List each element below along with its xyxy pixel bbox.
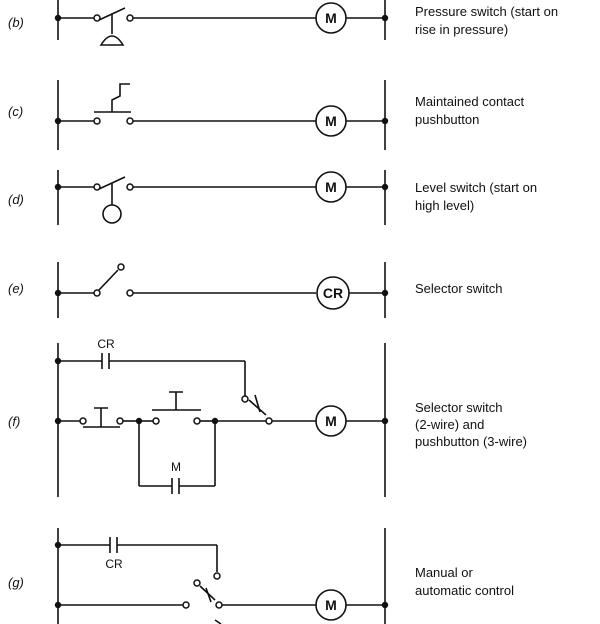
float-icon [102,204,122,224]
row-g: (g) CR M Manual or automatic control [8,528,514,624]
pressure-diaphragm-icon [99,35,125,46]
row-b-desc-line1: Pressure switch (start on [415,4,558,19]
motor-coil: M [315,105,347,137]
selector-blade [248,399,267,416]
row-b-tag: (b) [8,15,24,30]
row-g-desc-line2: automatic control [415,583,514,598]
row-d-tag: (d) [8,192,24,207]
svg-text:M: M [325,10,337,26]
row-f-desc-line3: pushbutton (3-wire) [415,434,527,449]
svg-text:M: M [325,413,337,429]
row-b-desc-line2: rise in pressure) [415,22,508,37]
maintained-pushbutton-icon [111,83,130,112]
row-f-desc-line2: (2-wire) and [415,417,484,432]
row-g-tag: (g) [8,575,24,590]
holding-contact-label: M [171,460,181,474]
motor-coil: M [315,589,347,621]
row-d: (d) M Level switch (start on high level) [8,170,537,225]
svg-text:M: M [325,597,337,613]
motor-coil: M [315,405,347,437]
row-c-desc-line1: Maintained contact [415,94,525,109]
row-f-tag: (f) [8,414,20,429]
row-e: (e) CR Selector switch [8,262,502,318]
row-b: (b) M Pressure switch (start on rise in … [8,0,558,46]
contact-terminal [93,14,101,22]
row-c-tag: (c) [8,104,23,119]
row-c-desc-line2: pushbutton [415,112,479,127]
row-d-desc-line2: high level) [415,198,474,213]
row-c: (c) M Maintained contact pushbutton [8,80,525,150]
svg-text:M: M [325,113,337,129]
selector-blade [98,269,119,291]
selector-arrow-icon [205,587,212,603]
cr-contact-label: CR [97,337,115,351]
start-pushbutton-icon [169,391,183,410]
motor-coil: M [315,171,347,203]
row-e-desc-line1: Selector switch [415,281,502,296]
row-f: (f) CR [8,337,527,497]
motor-coil: M [315,2,347,34]
control-relay-coil: CR [316,276,350,310]
row-f-desc-line1: Selector switch [415,400,502,415]
cr-contact-label: CR [105,557,123,571]
selector-arrow-icon [254,394,261,413]
svg-text:M: M [325,179,337,195]
row-g-desc-line1: Manual or [415,565,473,580]
svg-text:CR: CR [323,285,343,301]
row-d-desc-line1: Level switch (start on [415,180,537,195]
contact-terminal [126,14,134,22]
row-e-tag: (e) [8,281,24,296]
stop-pushbutton-icon [94,407,108,427]
